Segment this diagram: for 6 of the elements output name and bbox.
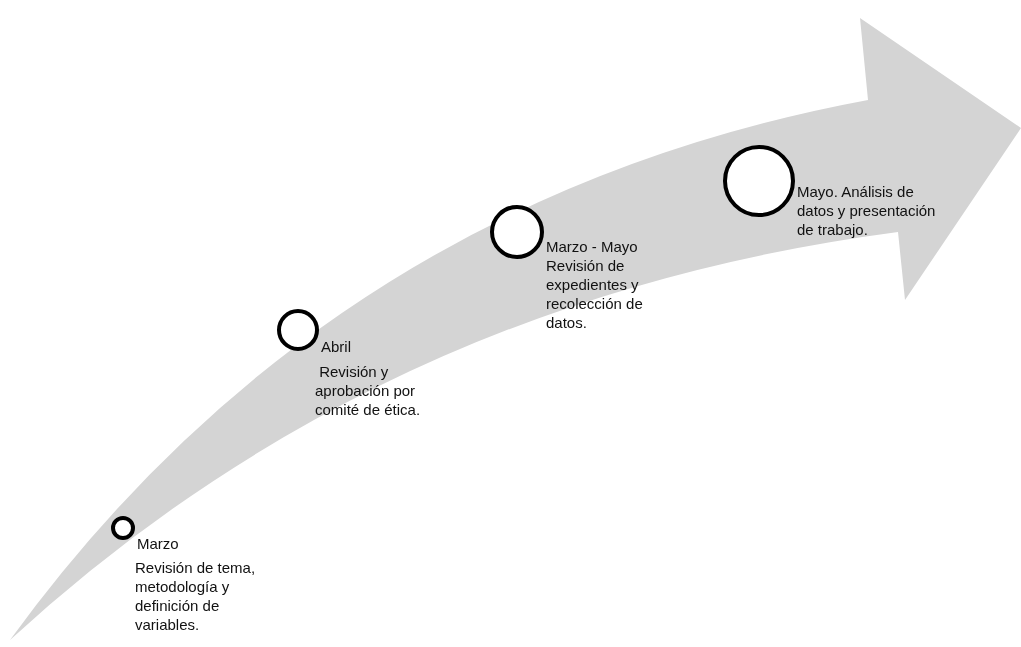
milestone-text: Revisión de tema, metodología y definición de variables. <box>135 558 257 634</box>
milestone-text: Marzo - Mayo Revisión de expedientes y recolección de datos. <box>546 237 644 332</box>
milestone-text: Revisión y aprobación por comité de ética. <box>315 362 422 419</box>
month-label: Abril <box>321 337 352 356</box>
milestone-text: Mayo. Análisis de datos y presentación de trabajo. <box>797 182 937 239</box>
month-label: Marzo <box>137 534 180 553</box>
